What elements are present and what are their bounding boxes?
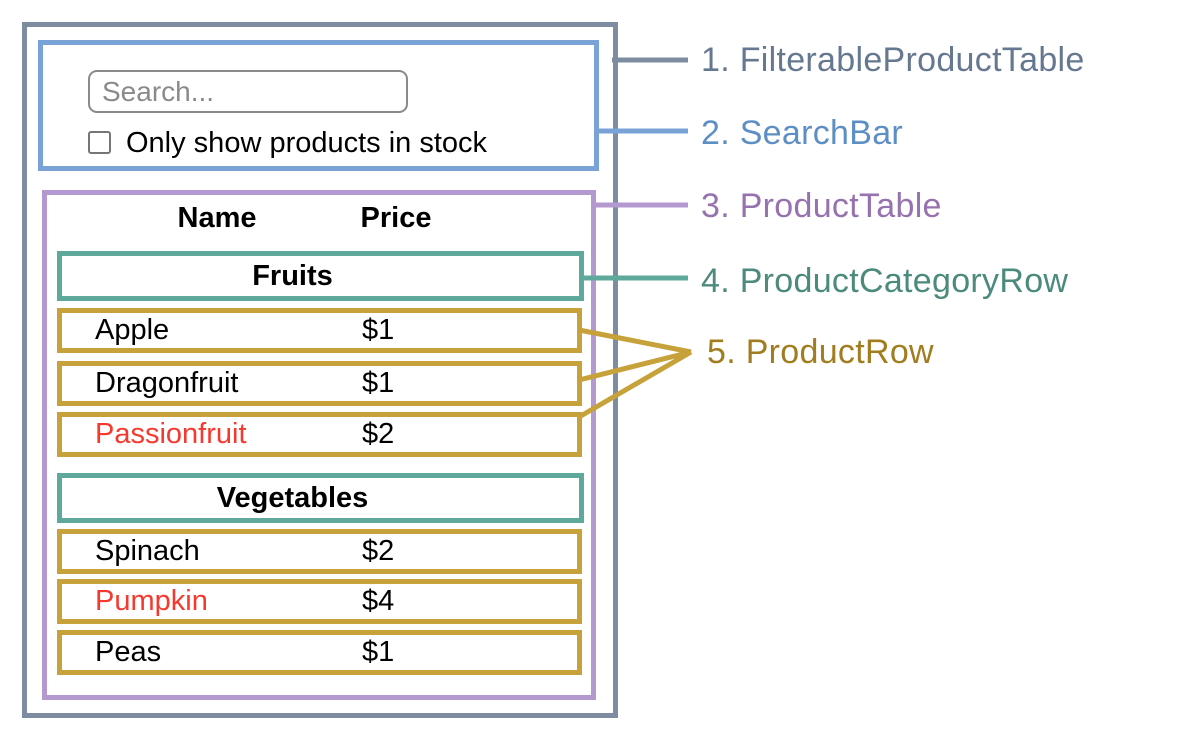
product-name-out-of-stock: Pumpkin bbox=[95, 585, 208, 617]
product-name: Dragonfruit bbox=[95, 367, 239, 399]
category-row-fruits: Fruits bbox=[57, 251, 584, 301]
product-name: Apple bbox=[95, 314, 170, 346]
column-header-name: Name bbox=[177, 202, 257, 234]
in-stock-checkbox[interactable] bbox=[88, 131, 111, 154]
product-price: $1 bbox=[362, 314, 395, 346]
legend-product-category-row: 4. ProductCategoryRow bbox=[701, 262, 1069, 300]
product-price: $1 bbox=[362, 367, 395, 399]
product-price: $4 bbox=[362, 585, 395, 617]
product-row-passionfruit: Passionfruit $2 bbox=[57, 412, 582, 457]
product-row-spinach: Spinach $2 bbox=[57, 529, 582, 574]
product-price: $1 bbox=[362, 636, 395, 668]
product-row-apple: Apple $1 bbox=[57, 308, 582, 353]
in-stock-checkbox-label: Only show products in stock bbox=[126, 127, 488, 159]
product-row-pumpkin: Pumpkin $4 bbox=[57, 579, 582, 624]
product-name: Peas bbox=[95, 636, 162, 668]
product-name: Spinach bbox=[95, 535, 200, 567]
product-row-dragonfruit: Dragonfruit $1 bbox=[57, 361, 582, 406]
legend-product-row: 5. ProductRow bbox=[707, 333, 934, 371]
legend-product-table: 3. ProductTable bbox=[701, 187, 942, 225]
category-label: Fruits bbox=[252, 259, 333, 292]
legend-search-bar: 2. SearchBar bbox=[701, 114, 904, 152]
product-price: $2 bbox=[362, 418, 395, 450]
search-input[interactable] bbox=[88, 70, 408, 113]
column-header-price: Price bbox=[360, 202, 432, 234]
product-price: $2 bbox=[362, 535, 395, 567]
product-name-out-of-stock: Passionfruit bbox=[95, 418, 247, 450]
category-row-vegetables: Vegetables bbox=[57, 473, 584, 523]
category-label: Vegetables bbox=[216, 481, 369, 514]
legend-filterable-product-table: 1. FilterableProductTable bbox=[701, 41, 1085, 79]
product-row-peas: Peas $1 bbox=[57, 630, 582, 675]
